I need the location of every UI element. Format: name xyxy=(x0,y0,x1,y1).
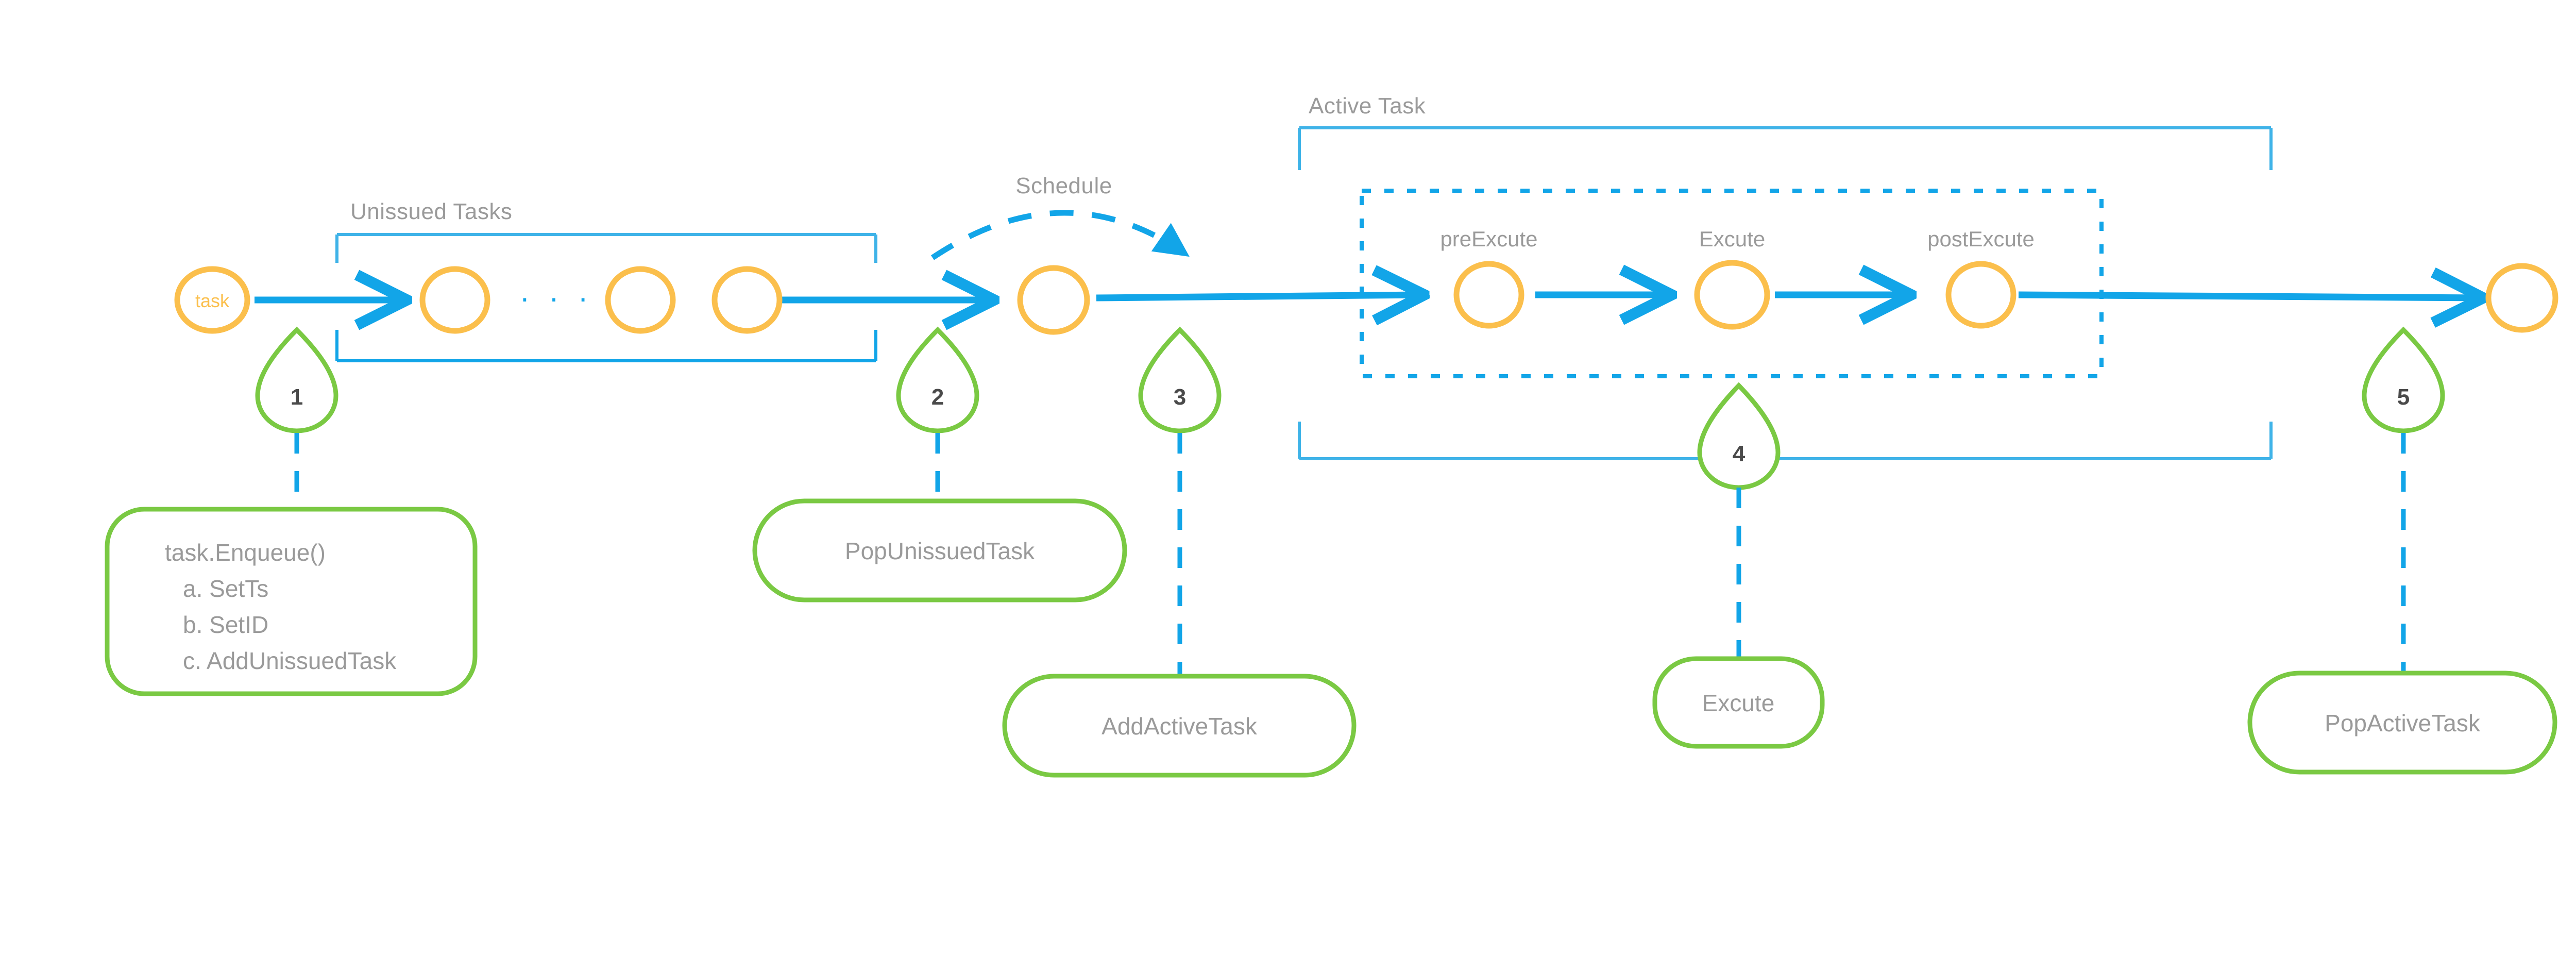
schedule-dashed-arrow xyxy=(930,210,1190,260)
node-task[interactable] xyxy=(174,266,250,334)
callout-enqueue-line-3: c. AddUnissuedTask xyxy=(183,647,397,674)
bracket-unissued-bottom xyxy=(335,330,877,362)
stage-label-pre-excute: preExcute xyxy=(1440,227,1537,251)
callout-excute[interactable] xyxy=(1652,656,1825,749)
node-post-excute[interactable] xyxy=(1945,261,2016,329)
group-label-unissued-tasks: Unissued Tasks xyxy=(350,199,512,224)
callout-excute-label: Excute xyxy=(1702,690,1775,716)
stage-label-post-excute: postExcute xyxy=(1927,227,2035,251)
callout-enqueue-line-2: b. SetID xyxy=(183,611,268,638)
node-scheduled[interactable] xyxy=(1017,265,1090,335)
marker-number-2: 2 xyxy=(931,384,944,410)
node-done[interactable] xyxy=(2485,263,2558,333)
flow-arrow-scheduled-to-preexcute xyxy=(1096,295,1425,298)
node-task-label: task xyxy=(195,290,230,311)
node-queue-1[interactable] xyxy=(419,266,490,334)
node-queue-3[interactable] xyxy=(711,266,783,334)
stage-label-excute: Excute xyxy=(1699,227,1765,251)
callout-enqueue[interactable] xyxy=(105,507,478,696)
callout-add-active[interactable] xyxy=(1002,674,1357,778)
callout-add-active-label: AddActiveTask xyxy=(1101,713,1258,740)
node-pre-excute[interactable] xyxy=(1453,261,1524,329)
callout-enqueue-line-1: a. SetTs xyxy=(183,575,268,602)
group-label-active-task: Active Task xyxy=(1309,93,1426,119)
marker-pin-4[interactable] xyxy=(1697,382,1781,490)
node-queue-2[interactable] xyxy=(605,266,676,334)
queue-ellipsis: · · · xyxy=(519,280,593,315)
callout-enqueue-line-0: task.Enqueue() xyxy=(165,539,326,566)
schedule-label: Schedule xyxy=(1015,173,1112,198)
callout-pop-unissued[interactable] xyxy=(752,498,1127,602)
callout-pop-active-label: PopActiveTask xyxy=(2325,710,2481,736)
marker-number-5: 5 xyxy=(2397,384,2410,410)
bracket-active-bottom xyxy=(1298,422,2273,460)
marker-pin-5[interactable] xyxy=(2362,326,2445,433)
marker-pin-1[interactable] xyxy=(255,326,338,433)
bracket-active-top xyxy=(1298,126,2273,170)
marker-number-4: 4 xyxy=(1733,441,1745,466)
node-excute[interactable] xyxy=(1694,260,1770,330)
marker-pin-2[interactable] xyxy=(896,326,979,433)
marker-number-3: 3 xyxy=(1174,384,1186,410)
marker-pin-3[interactable] xyxy=(1138,326,1222,433)
callout-pop-active[interactable] xyxy=(2247,671,2557,775)
flow-arrow-postexcute-to-done xyxy=(2018,295,2483,298)
execution-phase-dotted-box xyxy=(1360,189,2104,378)
bracket-unissued-top-left xyxy=(335,233,876,263)
marker-number-1: 1 xyxy=(291,384,303,410)
callout-pop-unissued-label: PopUnissuedTask xyxy=(845,538,1035,564)
